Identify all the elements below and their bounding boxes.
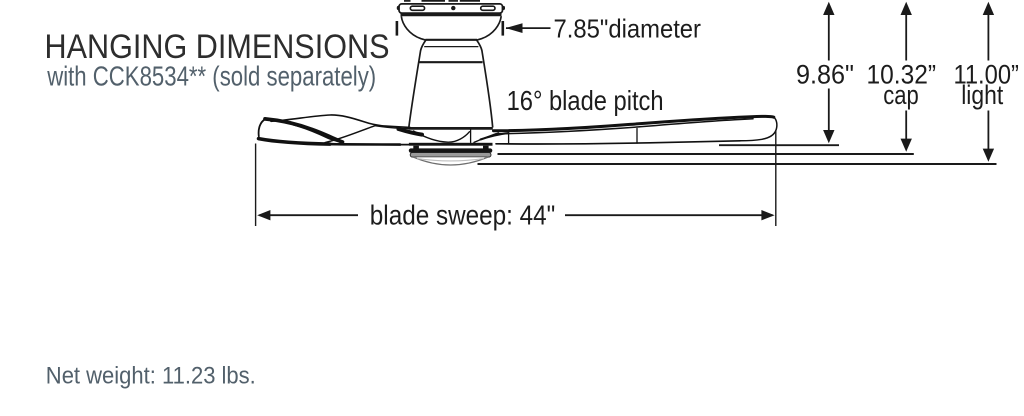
svg-text:7.85"diameter: 7.85"diameter <box>554 15 702 43</box>
svg-text:HANGING DIMENSIONS: HANGING DIMENSIONS <box>45 28 390 66</box>
svg-text:with CCK8534** (sold separatel: with CCK8534** (sold separately) <box>46 60 376 91</box>
svg-text:16° blade pitch: 16° blade pitch <box>507 85 664 116</box>
svg-text:Net weight: 11.23 lbs.: Net weight: 11.23 lbs. <box>46 362 256 389</box>
svg-text:11.00”: 11.00” <box>953 60 1019 90</box>
svg-text:blade sweep: 44": blade sweep: 44" <box>370 200 556 231</box>
svg-text:10.32”: 10.32” <box>867 60 937 90</box>
svg-text:light: light <box>961 80 1003 110</box>
svg-text:9.86": 9.86" <box>796 60 854 90</box>
svg-text:cap: cap <box>883 80 919 110</box>
